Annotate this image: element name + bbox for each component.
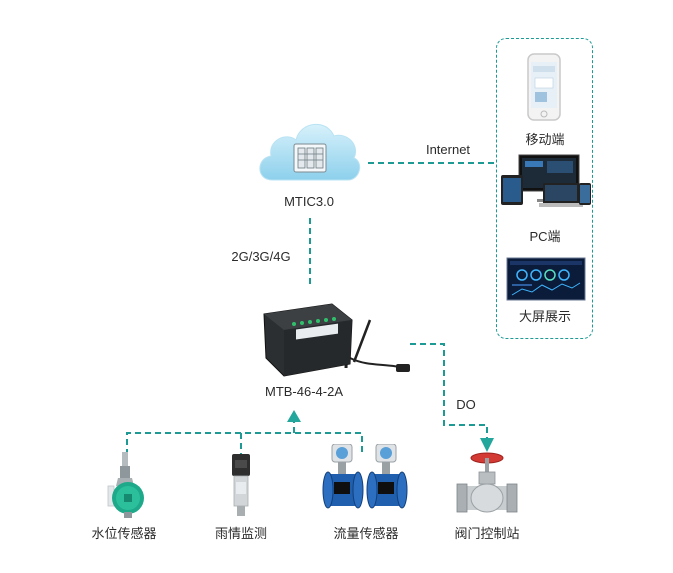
large-screen-dashboard-icon [506,257,586,301]
valve-station [455,452,519,523]
client-big-screen [506,257,586,306]
water-level-sensor-icon [107,452,144,518]
electromagnetic-flowmeter-icon [322,443,408,509]
cloud-platform [256,110,362,193]
client-terminal-group [496,38,593,339]
sensor-rain-label: 雨情监测 [214,526,268,541]
client-mobile-label: 移动端 [525,132,565,147]
sensor-flow [322,443,412,517]
cloud-label: MTIC3.0 [284,194,334,209]
pressure-transmitter-icon [232,454,250,516]
sensor-water-level-label: 水位传感器 [91,526,157,541]
rtu-gateway-icon [263,303,410,377]
network-link-label: 2G/3G/4G [231,249,291,264]
client-big-screen-label: 大屏展示 [518,309,572,324]
desktop-laptop-tablet-icon [501,154,591,207]
gateway-device [250,298,412,387]
gateway-label: MTB-46-4-2A [264,384,344,399]
sensor-uplink-arrow [287,410,301,422]
internet-link-label: Internet [425,142,471,157]
cloud-server-icon [259,123,361,181]
sensor-water-level [104,452,150,523]
client-pc-label: PC端 [529,229,561,244]
do-link-label: DO [456,397,476,412]
smartphone-icon [527,53,561,121]
valve-arrow [480,438,494,452]
client-mobile [526,52,562,127]
sensor-bus-line [126,432,363,455]
sensor-rain [226,454,256,521]
sensor-flow-label: 流量传感器 [333,526,399,541]
globe-valve-icon [456,452,518,513]
gateway-to-valve-line [410,343,488,438]
valve-station-label: 阀门控制站 [454,526,520,541]
client-pc [499,153,591,218]
